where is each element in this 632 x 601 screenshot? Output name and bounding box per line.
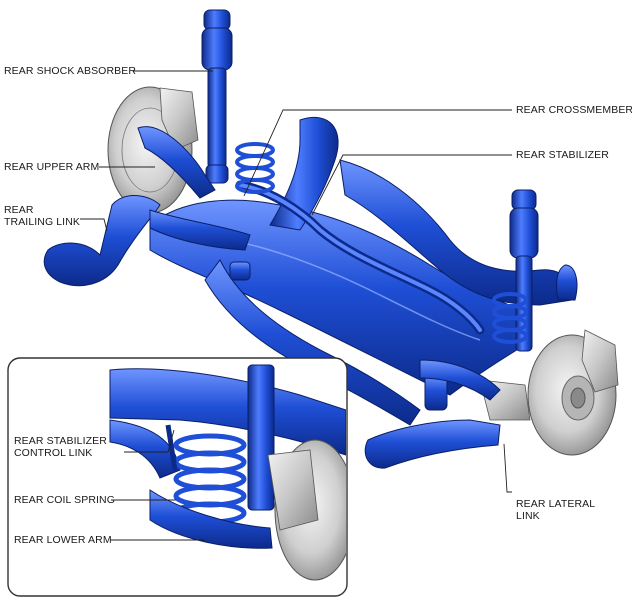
inset-detail-view [109, 364, 346, 581]
left-rear-trailing-link [43, 195, 251, 287]
label-rear-lateral-link: REAR LATERAL LINK [516, 498, 596, 522]
leader-lines [80, 70, 512, 541]
leader-rear-trailing-link [80, 218, 108, 232]
left-rear-upper-arm [137, 126, 216, 199]
label-rear-stabilizer-control-link: REAR STABILIZER CONTROL LINK [14, 435, 107, 459]
label-rear-trailing-link: REAR TRAILING LINK [4, 204, 80, 228]
label-rear-upper-arm: REAR UPPER ARM [4, 161, 100, 173]
label-rear-coil-spring: REAR COIL SPRING [14, 494, 115, 506]
label-rear-stabilizer: REAR STABILIZER [516, 149, 609, 161]
right-rear-lower-arm [364, 264, 578, 469]
right-rear-coil-spring [492, 292, 528, 344]
left-rear-coil-spring [235, 142, 275, 194]
leader-rear-stabilizer-control-link [124, 429, 175, 453]
label-rear-lower-arm: REAR LOWER ARM [14, 534, 112, 546]
leader-rear-stabilizer [311, 154, 512, 216]
rear-stabilizer-shape [235, 180, 485, 335]
leader-rear-lateral-link [503, 443, 512, 493]
left-rear-shock-absorber [201, 9, 233, 184]
leader-rear-crossmember [243, 109, 512, 197]
label-rear-crossmember: REAR CROSSMEMBER [516, 104, 632, 116]
label-rear-shock-absorber: REAR SHOCK ABSORBER [4, 65, 137, 77]
